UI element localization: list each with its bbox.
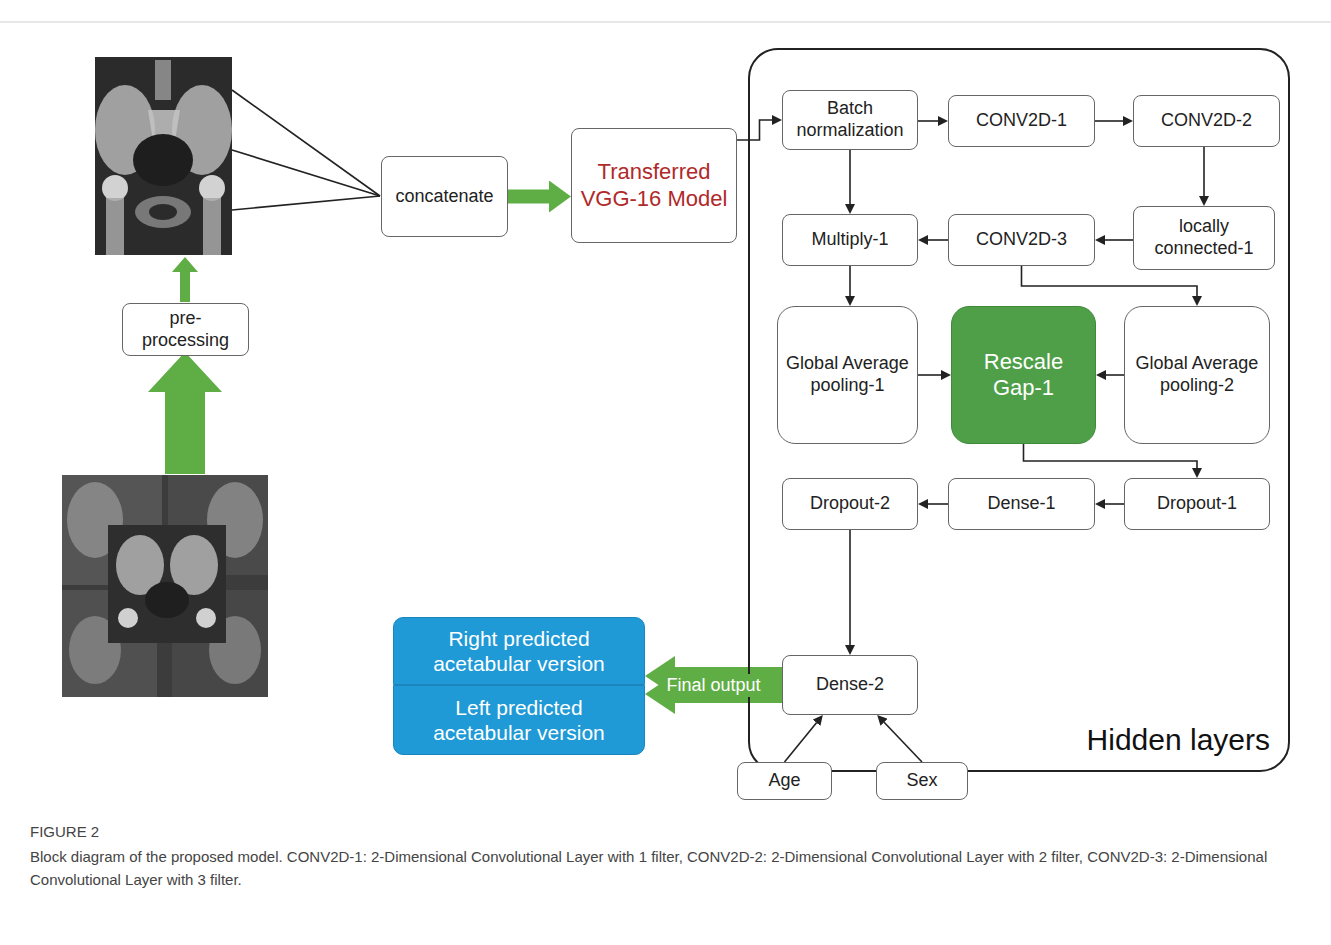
node-text: Age xyxy=(768,770,800,792)
process-box: concatenate xyxy=(381,156,508,237)
node-text: Dropout-1 xyxy=(1157,493,1237,515)
connector xyxy=(1022,266,1198,296)
node-text: locally connected-1 xyxy=(1142,216,1266,259)
node-text: Dense-1 xyxy=(987,493,1055,515)
input-box: Sex xyxy=(876,762,968,800)
connector xyxy=(1203,147,1205,196)
connector xyxy=(918,374,941,376)
connector xyxy=(1095,120,1123,122)
connector xyxy=(928,239,948,241)
node-text: CONV2D-3 xyxy=(976,229,1067,251)
connector xyxy=(737,120,772,140)
node-text: concatenate xyxy=(395,186,493,208)
xray-collage xyxy=(62,475,268,697)
figure-title: FIGURE 2 xyxy=(30,820,99,843)
pooling-box: Global Average pooling-2 xyxy=(1124,306,1270,444)
layer-group: Hidden layers Batch normalization CONV2D-1… xyxy=(748,48,1290,772)
layer-box: CONV2D-1 xyxy=(948,95,1095,147)
figure-caption: Block diagram of the proposed model. CON… xyxy=(30,845,1300,891)
flow-arrow xyxy=(172,257,198,302)
node-text: Transferred VGG-16 Model xyxy=(578,159,730,212)
output-box: Right predicted acetabular version xyxy=(393,617,645,685)
connector xyxy=(1105,239,1133,241)
node-text: Global Average pooling-2 xyxy=(1133,353,1261,396)
edge-label: Final output xyxy=(663,674,763,697)
input-box: Age xyxy=(737,762,832,800)
connector xyxy=(849,150,851,204)
layer-box: Dense-2 xyxy=(782,655,918,715)
node-text: CONV2D-1 xyxy=(976,110,1067,132)
connector xyxy=(785,723,817,762)
node-text: Global Average pooling-1 xyxy=(786,353,909,396)
model-box: Transferred VGG-16 Model xyxy=(571,128,737,243)
flow-arrow xyxy=(508,190,549,204)
node-text: Left predicted acetabular version xyxy=(424,695,614,745)
node-text: Batch normalization xyxy=(791,98,909,141)
layer-box: Dense-1 xyxy=(948,478,1095,530)
layer-box: Batch normalization xyxy=(782,90,918,150)
feed-line xyxy=(232,150,380,196)
pooling-box: Global Average pooling-1 xyxy=(777,306,918,444)
highlight-box: Rescale Gap-1 xyxy=(951,306,1096,444)
connector xyxy=(1024,444,1198,468)
node-text: pre-processing xyxy=(131,308,240,351)
output-box: Left predicted acetabular version xyxy=(393,685,645,755)
node-text: Dense-2 xyxy=(816,674,884,696)
feed-line xyxy=(232,196,380,210)
layer-box: CONV2D-2 xyxy=(1133,95,1280,147)
layer-box: Dropout-2 xyxy=(782,478,918,530)
connector xyxy=(884,722,922,762)
connector xyxy=(1106,374,1124,376)
node-text: Hidden layers xyxy=(1087,722,1270,758)
feed-line xyxy=(232,90,380,196)
layer-box: CONV2D-3 xyxy=(948,214,1095,266)
flow-arrow xyxy=(148,352,222,474)
layer-box: locally connected-1 xyxy=(1133,206,1275,270)
layer-box: Multiply-1 xyxy=(782,214,918,266)
frame-rule xyxy=(0,22,1331,23)
process-box: pre-processing xyxy=(122,303,249,356)
node-text: Sex xyxy=(906,770,937,792)
node-text: Right predicted acetabular version xyxy=(424,626,614,676)
pelvis-xray xyxy=(95,57,232,255)
connector xyxy=(849,266,851,296)
node-text: Dropout-2 xyxy=(810,493,890,515)
node-text: Rescale Gap-1 xyxy=(960,349,1087,402)
connector xyxy=(1105,503,1124,505)
layer-box: Dropout-1 xyxy=(1124,478,1270,530)
node-text: CONV2D-2 xyxy=(1161,110,1252,132)
connector xyxy=(928,503,948,505)
connector xyxy=(918,120,938,122)
connector xyxy=(849,530,851,645)
node-text: Multiply-1 xyxy=(811,229,888,251)
